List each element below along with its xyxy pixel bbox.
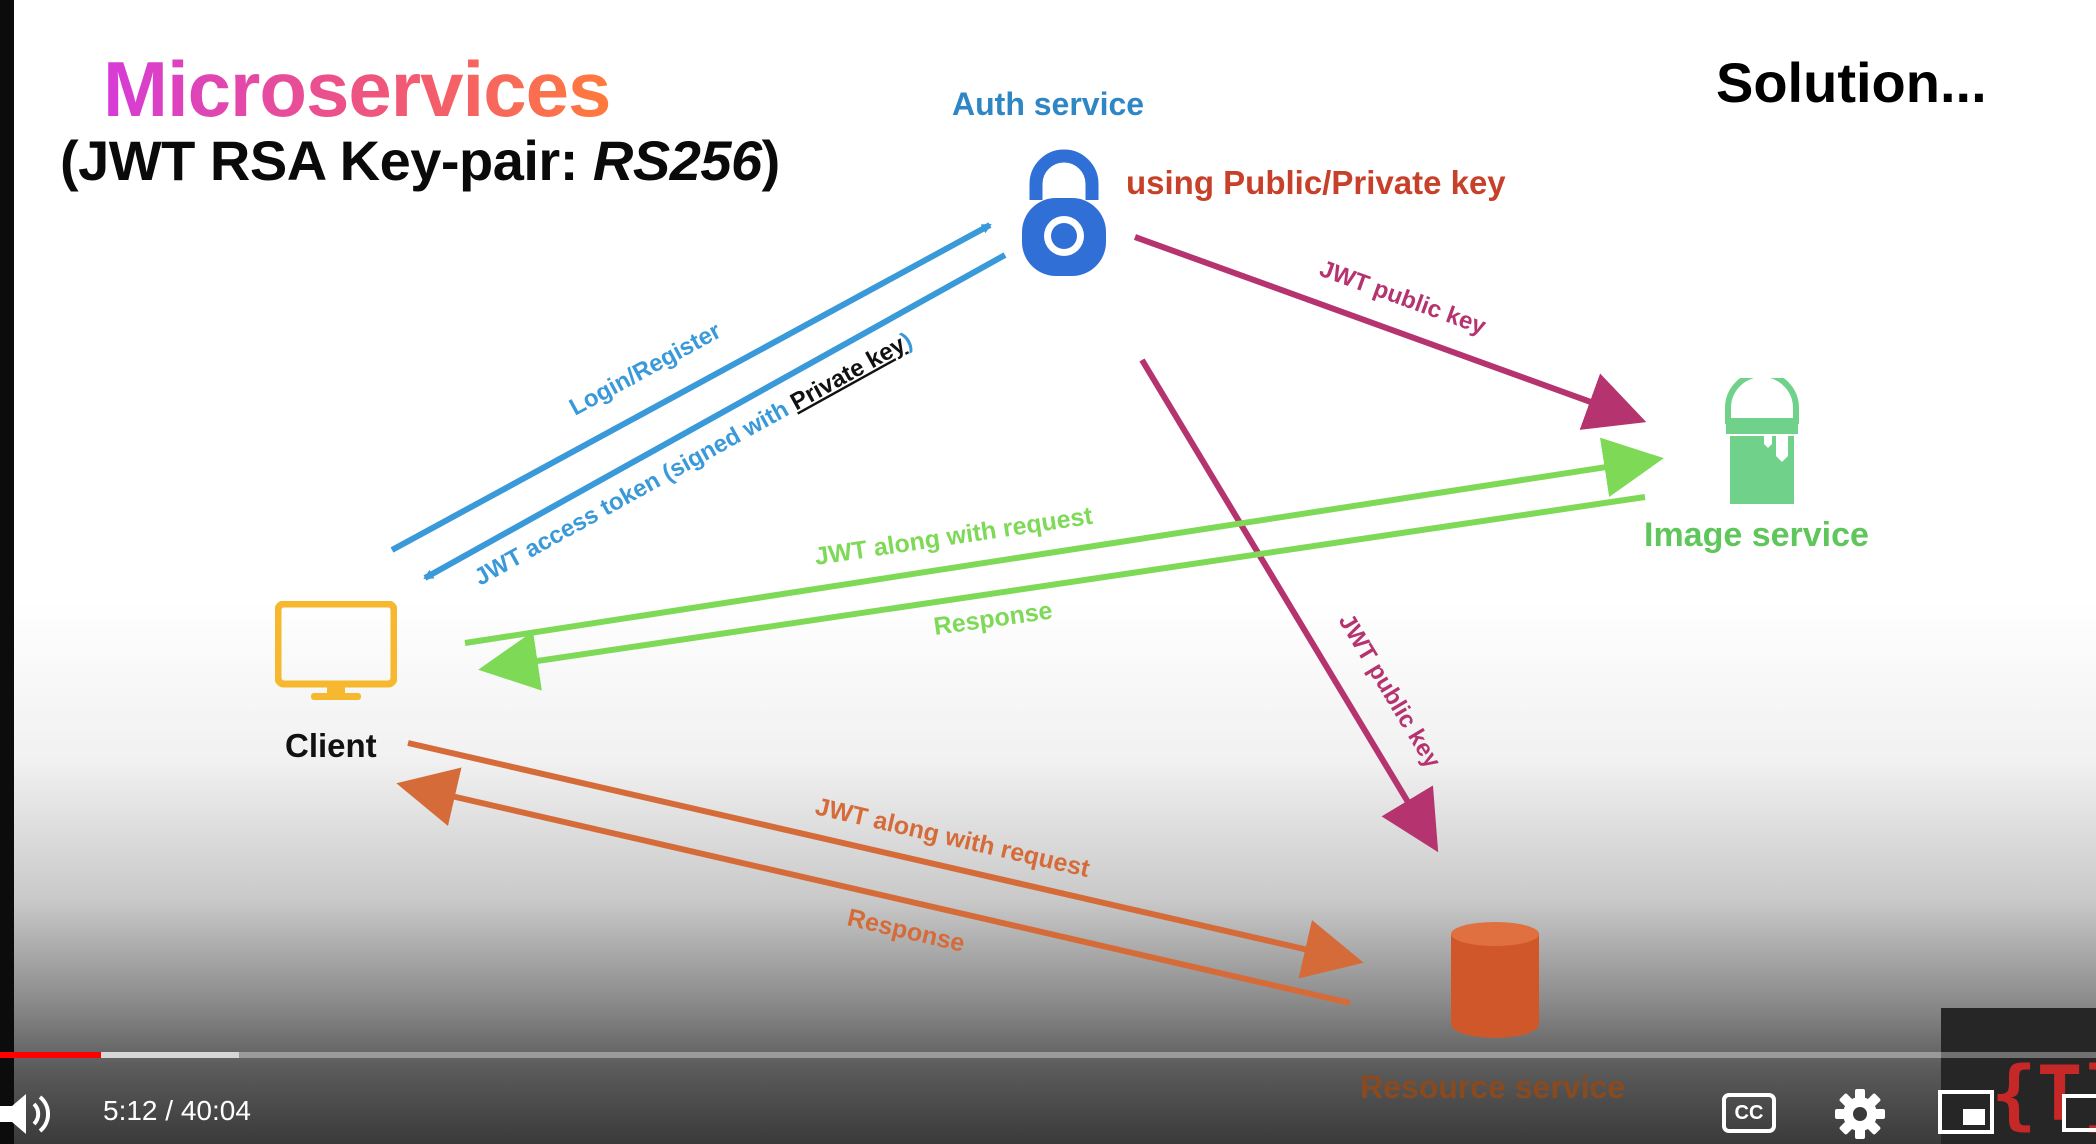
slide-subtitle: (JWT RSA Key-pair: RS256)	[60, 129, 780, 192]
login-label: Login/Register	[565, 317, 726, 421]
volume-icon[interactable]	[0, 1090, 58, 1138]
image-request-arrow	[464, 437, 1664, 646]
monitor-icon	[275, 601, 397, 700]
paint-bucket-icon	[1725, 378, 1799, 504]
public-key-resource-label: JWT public key	[1333, 609, 1446, 773]
token-arrow	[423, 252, 1007, 581]
time-display: 5:12 / 40:04	[103, 1095, 251, 1126]
progress-bar[interactable]	[0, 1052, 2096, 1058]
public-key-image-arrow	[1133, 234, 1647, 430]
svg-text:{T}: {T}	[1991, 1049, 2096, 1138]
client-label: Client	[285, 727, 377, 764]
slide-title: Microservices	[103, 45, 611, 133]
login-arrow	[390, 222, 992, 553]
cc-icon: CC	[1734, 1102, 1764, 1124]
cc-button[interactable]: CC	[1722, 1093, 1776, 1133]
auth-key-note: using Public/Private key	[1126, 164, 1506, 201]
image-response-label: Response	[932, 597, 1054, 641]
lock-icon	[1022, 149, 1106, 276]
theater-icon[interactable]	[2062, 1094, 2096, 1132]
resource-request-arrow	[407, 740, 1364, 979]
miniplayer-icon[interactable]	[1938, 1090, 1994, 1134]
database-icon	[1451, 922, 1539, 1038]
auth-service-label: Auth service	[952, 86, 1145, 122]
public-key-resource-arrow	[1139, 358, 1439, 853]
miniplayer-inner	[1963, 1109, 1985, 1125]
image-request-label: JWT along with request	[813, 502, 1095, 571]
frame-edge	[0, 0, 14, 1144]
channel-logo-icon: {T}	[1991, 1049, 2096, 1138]
public-key-image-label: JWT public key	[1316, 255, 1490, 340]
image-service-label: Image service	[1644, 516, 1869, 554]
buffered-bar	[0, 1052, 239, 1058]
resource-service-label: Resource service	[1360, 1069, 1626, 1105]
settings-icon[interactable]	[1835, 1089, 1885, 1139]
solution-heading: Solution...	[1716, 51, 1987, 114]
played-bar	[0, 1052, 101, 1058]
resource-response-arrow	[396, 767, 1351, 1006]
image-response-arrow	[478, 494, 1646, 691]
